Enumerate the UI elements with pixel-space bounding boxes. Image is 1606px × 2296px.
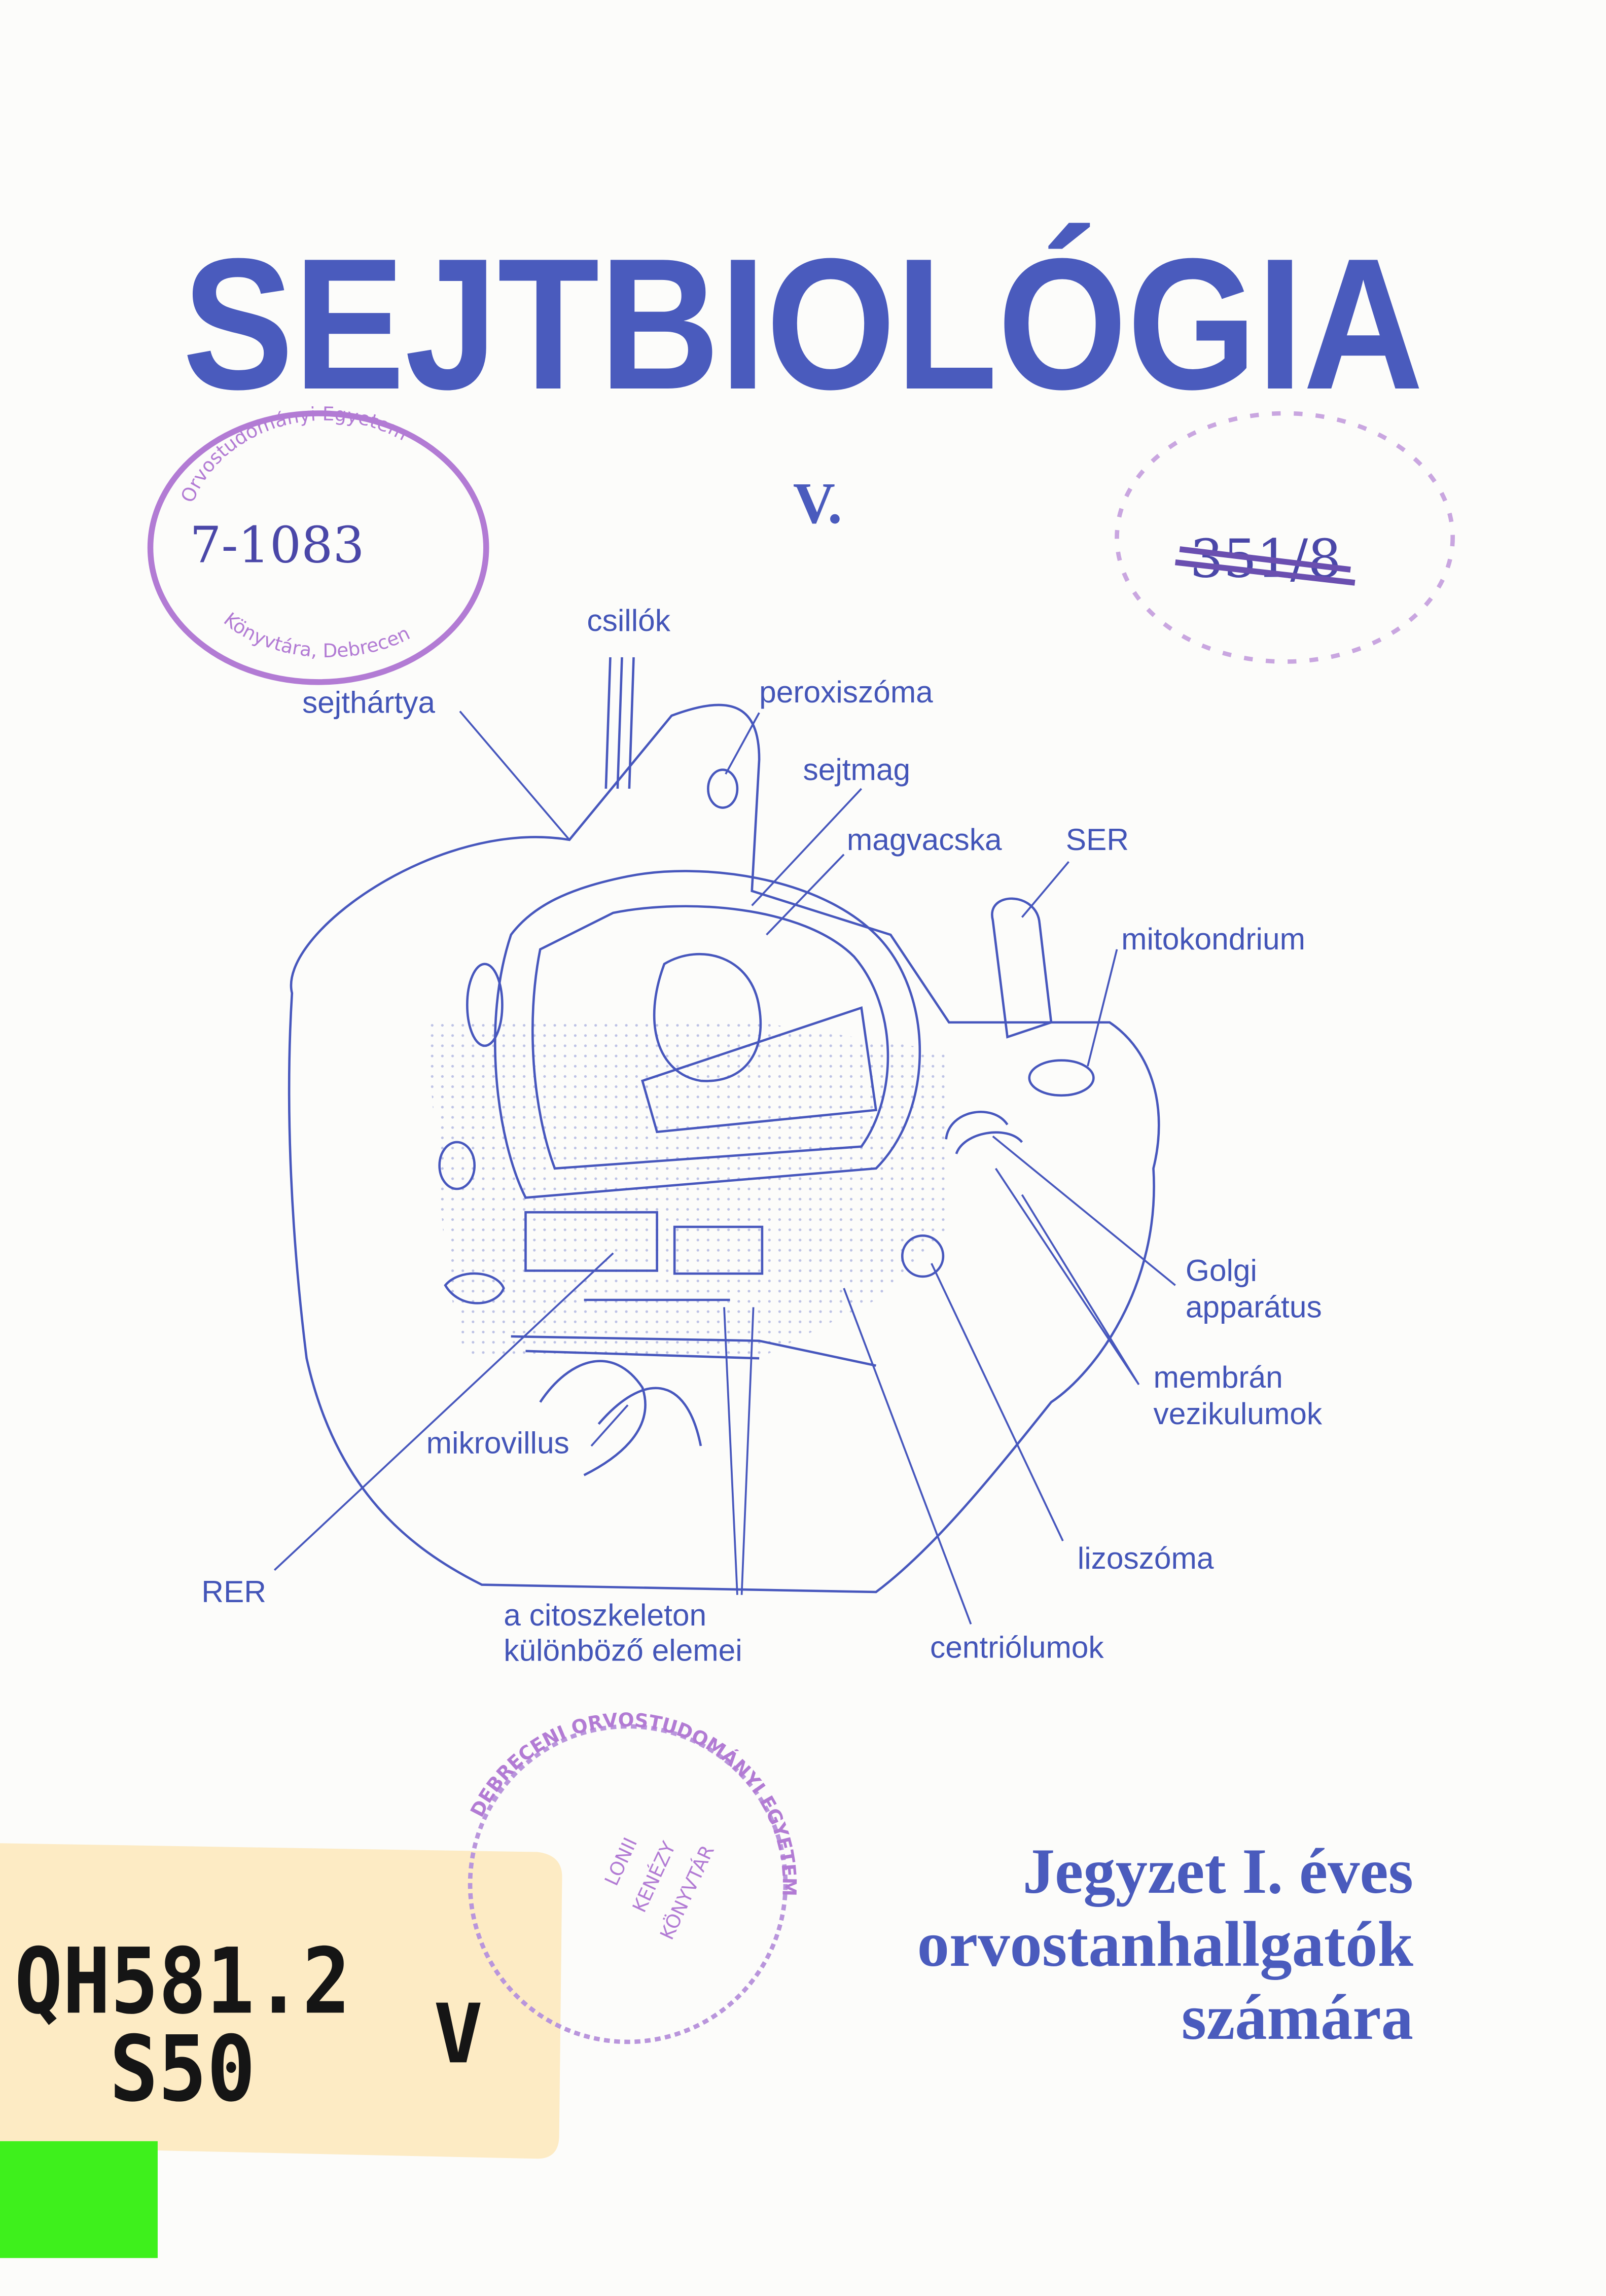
call-number-label: QH581.2 S50 V bbox=[0, 1843, 562, 2159]
library-stamp-top-right: 351/8 bbox=[1115, 411, 1455, 664]
call-number-line2: S50 bbox=[110, 2017, 256, 2122]
subtitle-line-3: számára bbox=[1182, 1982, 1413, 2053]
call-number-line1: QH581.2 bbox=[15, 1929, 350, 2034]
green-tag bbox=[0, 2141, 158, 2258]
subtitle-line-1: Jegyzet I. éves bbox=[1023, 1836, 1413, 1907]
label-sejthartya: sejthártya bbox=[302, 685, 435, 719]
label-mikrovillus: mikrovillus bbox=[426, 1425, 569, 1460]
label-membran-2: vezikulumok bbox=[1153, 1396, 1322, 1431]
subtitle-line-2: orvostanhallgatók bbox=[917, 1909, 1414, 1980]
label-membran: membrán bbox=[1153, 1360, 1282, 1394]
label-citoszkeleton-2: különböző elemei bbox=[504, 1633, 742, 1667]
label-lizoszoma: lizoszóma bbox=[1078, 1541, 1214, 1575]
label-sejtmag: sejtmag bbox=[803, 752, 911, 787]
stamp-center-1: LONII bbox=[600, 1834, 641, 1889]
label-csillok: csillók bbox=[587, 603, 670, 638]
label-centriolumok: centriólumok bbox=[930, 1630, 1104, 1665]
call-number-volume: V bbox=[434, 1987, 483, 2082]
label-golgi: Golgi bbox=[1186, 1253, 1257, 1288]
label-magvacska: magvacska bbox=[847, 822, 1002, 857]
label-mitokondrium: mitokondrium bbox=[1121, 922, 1305, 956]
library-stamp-top-left: Orvostudományi Egyetem Könyvtára, Debrec… bbox=[147, 403, 489, 685]
cell-diagram bbox=[288, 657, 1160, 1594]
label-golgi-2: apparátus bbox=[1186, 1290, 1322, 1324]
label-peroxiszoma: peroxiszóma bbox=[759, 675, 933, 709]
label-ser: SER bbox=[1066, 822, 1129, 857]
volume-number: V. bbox=[793, 471, 842, 536]
book-title: SEJTBIOLÓGIA bbox=[183, 220, 1423, 429]
leader-lines bbox=[273, 711, 1176, 1624]
stamp-ring-bottom: Könyvtára, Debrecen bbox=[220, 608, 413, 662]
label-citoszkeleton: a citoszkeleton bbox=[504, 1598, 706, 1632]
stamp-handwritten-number: 7-1083 bbox=[190, 517, 364, 575]
label-rer: RER bbox=[201, 1574, 266, 1609]
